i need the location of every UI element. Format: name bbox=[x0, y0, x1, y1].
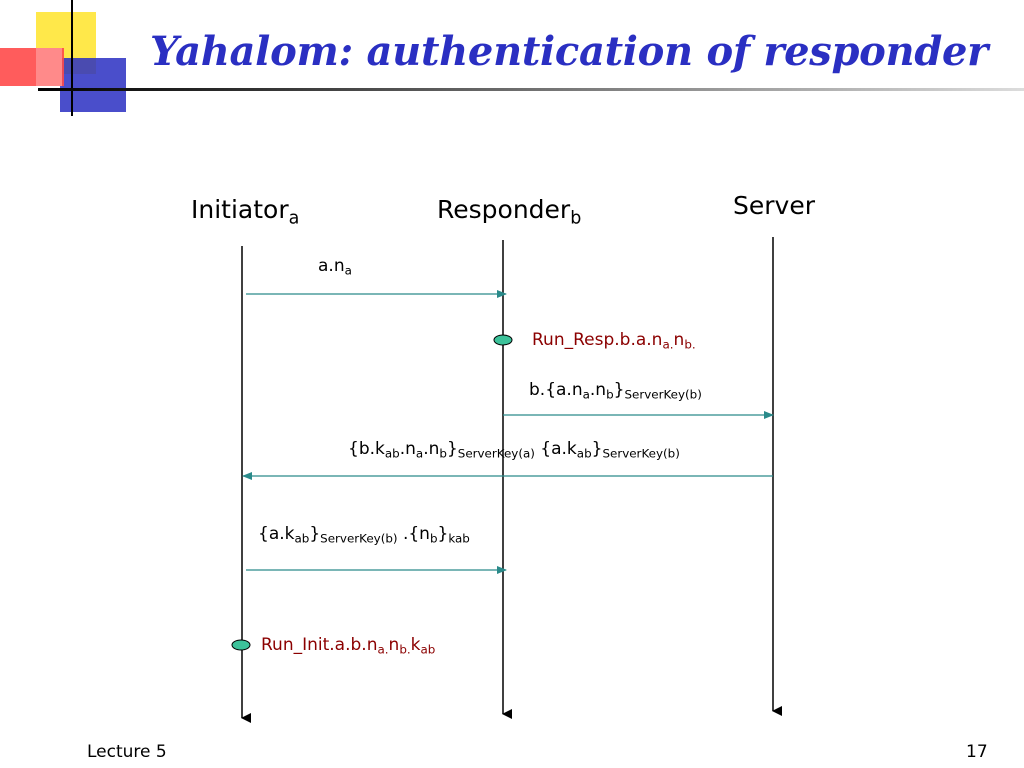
initiator-name: Initiator bbox=[191, 195, 289, 224]
m2-text-3: } bbox=[613, 380, 625, 400]
m4-sub-4: kab bbox=[448, 531, 470, 546]
participant-initiator: Initiatora bbox=[191, 195, 299, 227]
m2-sub-3: ServerKey(b) bbox=[624, 387, 702, 402]
m1-sub: a bbox=[344, 263, 352, 278]
run-init-sub-2: b. bbox=[399, 642, 411, 657]
m3-text-6: } bbox=[591, 439, 603, 459]
run-init-event-label: Run_Init.a.b.na.nb.kab bbox=[261, 635, 436, 657]
m3-text-2: .n bbox=[399, 439, 416, 459]
m4-text-1: {a.k bbox=[258, 524, 295, 544]
run-init-sub-3: ab bbox=[420, 642, 436, 657]
participant-responder: Responderb bbox=[437, 195, 581, 227]
m4-text-2: } bbox=[309, 524, 321, 544]
m3-sub-3: b bbox=[439, 446, 447, 461]
m3-text-4: } bbox=[446, 439, 458, 459]
m1-text: a.n bbox=[318, 256, 345, 276]
m3-text-3: .n bbox=[423, 439, 440, 459]
run-resp-event-marker bbox=[493, 334, 513, 346]
responder-subscript: b bbox=[570, 208, 582, 229]
m4-sub-2: ServerKey(b) bbox=[320, 531, 398, 546]
m4-sub-3: b bbox=[429, 531, 438, 546]
run-resp-text-2: n bbox=[673, 330, 685, 350]
run-init-text-1: Run_Init.a.b.n bbox=[261, 635, 378, 655]
run-init-text-3: k bbox=[410, 635, 421, 655]
m3-text-1: {b.k bbox=[348, 439, 385, 459]
title-underline bbox=[38, 88, 1024, 91]
message-4-label: {a.kab}ServerKey(b) .{nb}kab bbox=[258, 524, 470, 546]
m2-text-1: b.{a.n bbox=[529, 380, 583, 400]
m3-sub-2: a bbox=[415, 446, 424, 461]
m3-sub-5: ab bbox=[576, 446, 592, 461]
page-number: 17 bbox=[966, 742, 988, 762]
initiator-subscript: a bbox=[288, 208, 300, 229]
run-resp-sub-1: a. bbox=[662, 337, 674, 352]
m4-text-4: } bbox=[437, 524, 449, 544]
server-name: Server bbox=[733, 191, 815, 220]
m3-sub-1: ab bbox=[384, 446, 400, 461]
slide-title: Yahalom: authentication of responder bbox=[150, 28, 988, 75]
m2-sub-2: b bbox=[606, 387, 614, 402]
message-1-label: a.na bbox=[318, 256, 352, 278]
run-resp-event-label: Run_Resp.b.a.na.nb. bbox=[532, 330, 696, 352]
run-resp-sub-2: b. bbox=[684, 337, 696, 352]
run-init-text-2: n bbox=[388, 635, 400, 655]
m3-sub-4: ServerKey(a) bbox=[457, 446, 535, 461]
run-init-sub-1: a. bbox=[377, 642, 389, 657]
m4-sub-1: ab bbox=[294, 531, 310, 546]
m3-text-5: {a.k bbox=[534, 439, 577, 459]
footer-lecture: Lecture 5 bbox=[87, 742, 167, 762]
responder-name: Responder bbox=[437, 195, 571, 224]
m2-text-2: .n bbox=[589, 380, 607, 400]
deco-red-highlight bbox=[36, 48, 62, 86]
run-resp-text-1: Run_Resp.b.a.n bbox=[532, 330, 663, 350]
message-3-label: {b.kab.na.nb}ServerKey(a) {a.kab}ServerK… bbox=[348, 439, 680, 461]
m2-sub-1: a bbox=[582, 387, 590, 402]
m4-text-3: .{n bbox=[397, 524, 430, 544]
m3-sub-6: ServerKey(b) bbox=[602, 446, 680, 461]
run-init-event-marker bbox=[231, 639, 251, 651]
participant-server: Server bbox=[733, 193, 815, 218]
message-2-label: b.{a.na.nb}ServerKey(b) bbox=[529, 380, 702, 402]
